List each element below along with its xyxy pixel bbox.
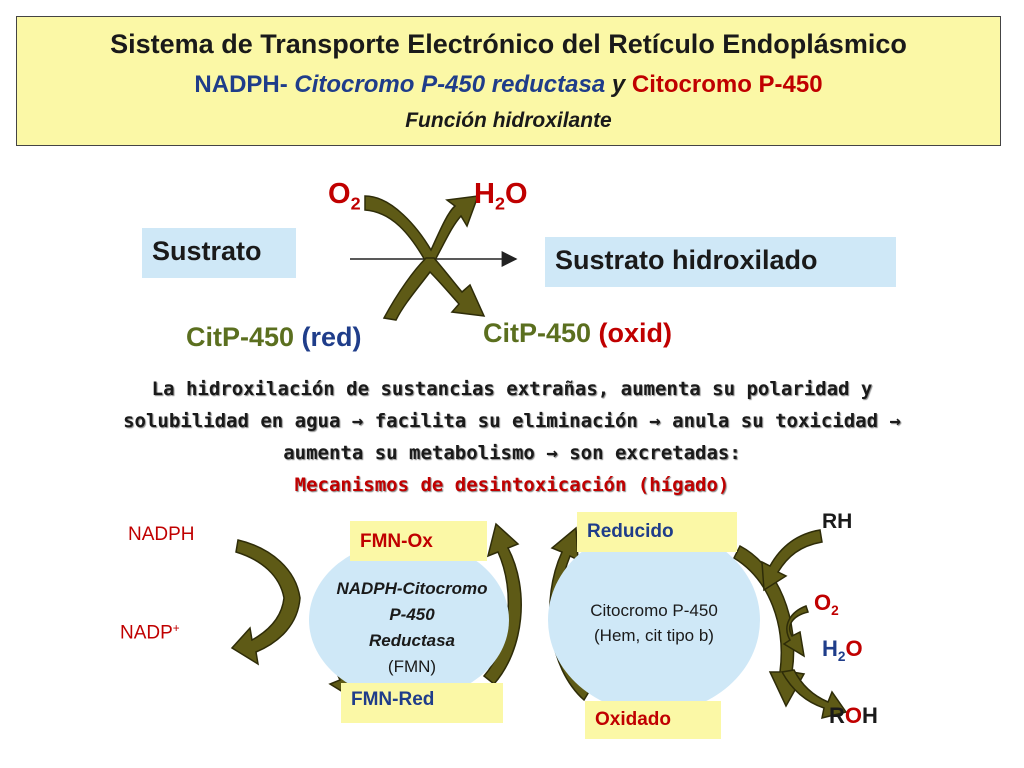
roh-r: R (829, 703, 845, 728)
nadph-to-nadp-arrow (230, 539, 301, 666)
cit-oxidized-label: CitP-450 (oxid) (483, 318, 672, 349)
cit-ox-state: (oxid) (598, 318, 673, 348)
fmn-red-box: FMN-Red (341, 683, 503, 723)
fmn-ox-box: FMN-Ox (350, 521, 487, 561)
cytochrome-label: Citocromo P-450 (Hem, cit tipo b) (556, 598, 752, 648)
reductase-ellipse (309, 540, 509, 700)
roh-label: ROH (829, 703, 878, 729)
cytochrome-line-2: (Hem, cit tipo b) (594, 626, 714, 645)
roh-h: H (862, 703, 878, 728)
para-line-1: La hidroxilación de sustancias extrañas,… (151, 378, 873, 400)
o2-cycle-label: O2 (814, 590, 839, 618)
o2-cycle-text: O (814, 590, 832, 615)
cit-red-state: (red) (301, 322, 362, 352)
subtitle-function: Función hidroxilante (405, 109, 612, 132)
h2o-subscript: 2 (494, 193, 505, 214)
subtitle-y: y (605, 71, 632, 98)
o2-text: O (328, 178, 351, 210)
reducido-box: Reducido (577, 512, 737, 552)
subtitle-nadph: NADPH- (194, 71, 288, 98)
cytochrome-line-1: Citocromo P-450 (590, 601, 718, 620)
substrate-box: Sustrato (142, 228, 296, 278)
roh-o: O (844, 703, 863, 728)
o2-subscript: 2 (350, 193, 361, 214)
para-line-3: aumenta su metabolismo → son excretadas: (283, 442, 741, 464)
h2o-cycle-h: H (822, 636, 838, 661)
para-line-4: Mecanismos de desintoxicación (hígado) (294, 474, 730, 496)
h2o-o: O (504, 178, 528, 210)
h2o-cycle-subscript: 2 (837, 648, 846, 664)
explanation-paragraph: La hidroxilación de sustancias extrañas,… (20, 373, 1004, 501)
reductase-line-2: P-450 (389, 605, 435, 624)
o2-to-h2o-arrow (364, 195, 480, 263)
cytochrome-ellipse (548, 527, 760, 713)
cit-red-text: CitP-450 (186, 322, 302, 352)
subtitle-reductasa: Citocromo P-450 reductasa (287, 71, 606, 98)
o2-label: O2 (328, 178, 361, 214)
reductase-line-4: (FMN) (387, 657, 437, 676)
h2o-cycle-o: O (845, 636, 863, 661)
o2-h2o-small-arrow (782, 605, 809, 658)
h2o-h: H (474, 178, 495, 210)
slide-title: Sistema de Transporte Electrónico del Re… (110, 29, 907, 59)
nadp-superscript: + (172, 622, 180, 635)
subtitle-citocromo: Citocromo P-450 (631, 71, 823, 98)
slide-subtitle: NADPH- Citocromo P-450 reductasa y Citoc… (17, 71, 1000, 99)
reductase-label: NADPH-Citocromo P-450 Reductasa (FMN) (318, 576, 506, 680)
cit-ox-text: CitP-450 (483, 318, 599, 348)
oxidado-box: Oxidado (585, 701, 721, 739)
nadph-label: NADPH (128, 524, 195, 545)
rh-input-arrow (761, 529, 823, 592)
rh-label: RH (822, 510, 853, 533)
nadp-label: NADP+ (120, 622, 180, 644)
title-banner: Sistema de Transporte Electrónico del Re… (16, 16, 1001, 146)
para-line-2: solubilidad en agua → facilita su elimin… (123, 410, 901, 432)
reductase-line-1: NADPH-Citocromo (336, 579, 488, 598)
hydroxylated-substrate-box: Sustrato hidroxilado (545, 237, 896, 287)
o2-cycle-subscript: 2 (831, 602, 839, 618)
cit-reduced-label: CitP-450 (red) (186, 322, 362, 353)
cit-red-to-oxid-arrow (382, 257, 486, 321)
reductase-line-3: Reductasa (369, 631, 455, 650)
h2o-cycle-label: H2O (822, 636, 863, 664)
nadp-text: NADP (120, 622, 173, 644)
h2o-label: H2O (474, 178, 528, 214)
